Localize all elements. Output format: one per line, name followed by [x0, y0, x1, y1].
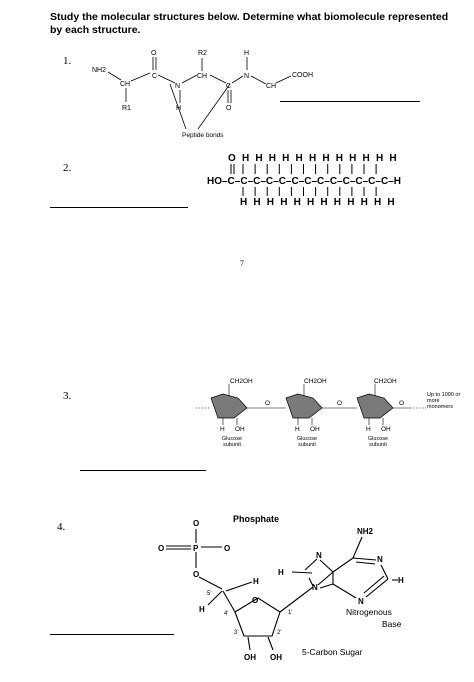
o-link-1: O	[265, 400, 270, 407]
ch2oh-label-3: CH2OH	[374, 378, 397, 385]
answer-blank-4[interactable]	[50, 634, 174, 635]
peptide-r2: R2	[198, 50, 207, 57]
h-label-3: H	[366, 426, 371, 433]
h-label-2: H	[295, 426, 300, 433]
sugar-oh-2: OH	[270, 653, 282, 662]
question-number-3: 3.	[63, 390, 72, 402]
glucose-subunit-label-3: Glucose subunit	[367, 436, 389, 448]
phosphate-o-right: O	[224, 544, 230, 553]
carbon-4-label: 4'	[224, 611, 228, 617]
h-label-1: H	[220, 426, 225, 433]
carbon-3-label: 3'	[234, 630, 238, 636]
peptide-o1: O	[151, 50, 157, 57]
oh-label-2: OH	[310, 426, 320, 433]
peptide-bonds-caption: Peptide bonds	[182, 132, 224, 139]
carbon-5-label: 5'	[207, 591, 211, 597]
nitrogenous-label: Nitrogenous	[346, 607, 392, 617]
answer-blank-1[interactable]	[280, 101, 420, 102]
peptide-r1: R1	[122, 105, 131, 112]
peptide-h2: H	[244, 50, 249, 57]
peptide-cooh: COOH	[292, 72, 313, 79]
monomer-count-note: Up to 1000 or more monomers	[427, 392, 461, 410]
page-mark: 7	[240, 259, 244, 268]
glucose-subunit-label-1: Glucose subunit	[221, 436, 243, 448]
sugar-h5a: H	[253, 577, 259, 586]
peptide-n1: N	[175, 83, 180, 90]
phosphate-o-top: O	[193, 519, 199, 528]
oh-label-1: OH	[235, 426, 245, 433]
peptide-ch-left: CH	[120, 81, 130, 88]
sugar-h5b: H	[199, 605, 205, 614]
base-n7: N	[316, 551, 322, 560]
peptide-ch-mid: CH	[197, 73, 207, 80]
instructions: Study the molecular structures below. De…	[50, 11, 449, 36]
carbon-1-label: 1'	[288, 610, 292, 616]
question-number-1: 1.	[63, 55, 72, 67]
fatty-acid-main-chain: HO–C–C–C–C–C–C–C–C–C–C–C–C–C–H	[207, 176, 401, 187]
sugar-ring-o: O	[252, 596, 258, 605]
answer-blank-2[interactable]	[50, 207, 188, 208]
base-h2: H	[398, 576, 404, 585]
o-link-3: O	[399, 400, 404, 407]
fatty-acid-bottom-row: H H H H H H H H H H H H	[240, 197, 396, 208]
sugar-label: 5-Carbon Sugar	[302, 647, 363, 657]
ch2oh-label-1: CH2OH	[230, 378, 253, 385]
peptide-c1: C	[152, 73, 157, 80]
base-label: Base	[382, 619, 402, 629]
phosphate-p: P	[193, 544, 199, 553]
answer-blank-3[interactable]	[80, 470, 206, 471]
question-number-4: 4.	[57, 521, 66, 533]
peptide-nh2: NH2	[92, 67, 106, 74]
question-number-2: 2.	[63, 162, 72, 174]
peptide-ch-right: CH	[266, 83, 276, 90]
ch2oh-label-2: CH2OH	[304, 378, 327, 385]
base-n3: N	[358, 597, 364, 606]
base-h8: H	[278, 568, 284, 577]
base-nh2: NH2	[357, 527, 374, 536]
glucose-subunit-label-2: Glucose subunit	[296, 436, 318, 448]
phosphate-o-double: O	[158, 544, 164, 553]
fatty-acid-top-row: O H H H H H H H H H H H H	[228, 153, 398, 164]
base-n9: N	[312, 583, 318, 592]
base-n1: N	[377, 555, 383, 564]
o-link-2: O	[337, 400, 342, 407]
sugar-oh-3: OH	[244, 653, 256, 662]
peptide-o2: O	[226, 105, 232, 112]
phosphate-o-bottom: O	[193, 570, 199, 579]
peptide-n2: N	[244, 73, 249, 80]
phosphate-label: Phosphate	[233, 514, 279, 524]
carbon-2-label: 2'	[277, 630, 281, 636]
oh-label-3: OH	[381, 426, 391, 433]
